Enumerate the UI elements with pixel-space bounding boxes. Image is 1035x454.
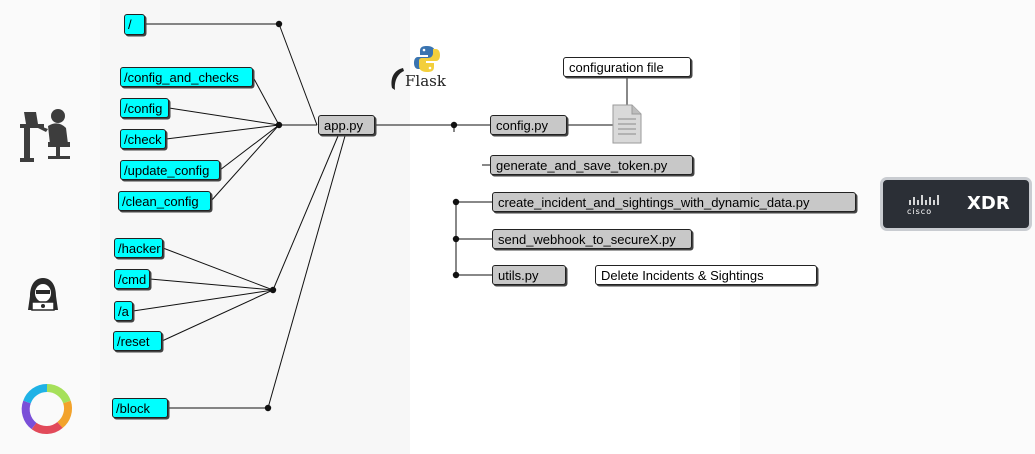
cisco-bars-icon	[909, 195, 939, 205]
file-config-py: config.py	[490, 115, 567, 135]
route-clean-config: /clean_config	[118, 191, 211, 211]
file-generate-token-py: generate_and_save_token.py	[490, 155, 693, 175]
python-logo-icon	[414, 46, 440, 72]
note-delete-incidents: Delete Incidents & Sightings	[595, 265, 817, 285]
file-send-webhook-py: send_webhook_to_secureX.py	[492, 229, 692, 249]
route-root: /	[124, 14, 145, 35]
user-at-desk-icon	[20, 109, 70, 162]
route-a: /a	[114, 301, 133, 321]
xdr-wordmark: XDR	[967, 193, 1010, 214]
cisco-xdr-badge: cisco XDR	[880, 177, 1032, 231]
route-config: /config	[120, 98, 169, 118]
route-update-config: /update_config	[120, 160, 220, 180]
route-cmd: /cmd	[114, 269, 150, 289]
hacker-icon	[28, 278, 58, 311]
file-create-incident-py: create_incident_and_sightings_with_dynam…	[492, 192, 856, 212]
route-block: /block	[112, 398, 168, 418]
file-utils-py: utils.py	[492, 265, 566, 285]
route-check: /check	[120, 129, 166, 149]
flask-wordmark: Flask	[405, 72, 446, 90]
route-hacker: /hacker	[114, 238, 163, 258]
route-config-and-checks: /config_and_checks	[120, 67, 253, 87]
webex-ring-icon	[21, 383, 73, 435]
note-configuration-file: configuration file	[563, 57, 691, 77]
document-icon	[612, 104, 642, 144]
cisco-wordmark: cisco	[907, 207, 933, 216]
route-reset: /reset	[113, 331, 162, 351]
file-app-py: app.py	[318, 115, 375, 135]
flask-horn-icon	[391, 68, 404, 90]
